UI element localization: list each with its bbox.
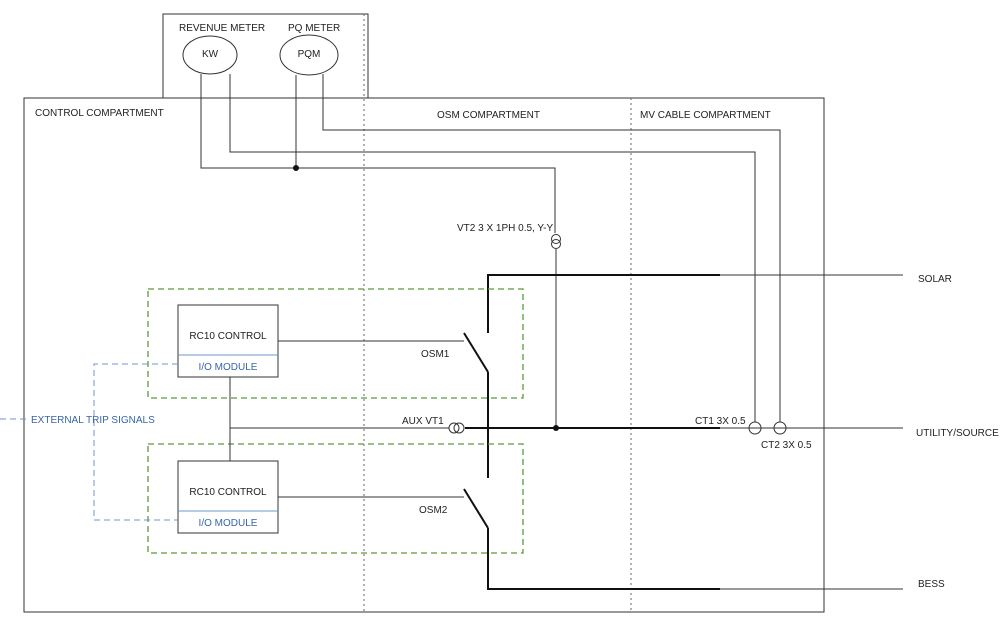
aux-vt1-coil-right <box>453 422 465 434</box>
osm2-label: OSM2 <box>419 505 448 516</box>
feeder-label-solar: SOLAR <box>918 274 952 285</box>
revenue-meter-icon <box>182 35 238 75</box>
feeder-label-utility: UTILITY/SOURCE <box>916 428 999 439</box>
pq-meter-icon <box>279 34 339 76</box>
control-group-2 <box>147 443 524 554</box>
feeder-label-bess: BESS <box>918 579 945 590</box>
osm-compartment-title: OSM COMPARTMENT <box>437 110 540 121</box>
junction-dot <box>553 425 559 431</box>
wire-revenue-voltage <box>200 74 556 233</box>
control-group-1 <box>147 288 524 399</box>
aux-vt1-coil-left <box>448 422 460 434</box>
rc10-control-title-2: RC10 CONTROL <box>189 487 267 498</box>
revenue-meter-symbol: KW <box>202 49 219 60</box>
mv-cable-compartment-title: MV CABLE COMPARTMENT <box>640 110 771 121</box>
osm1-blade <box>463 332 489 373</box>
pq-meter-symbol: PQM <box>298 49 321 60</box>
rc10-control-title-1: RC10 CONTROL <box>189 331 267 342</box>
wire-revenue-current <box>229 74 756 422</box>
wire-pq-current <box>322 74 781 422</box>
ct1-icon <box>748 421 762 435</box>
ct2-icon <box>773 421 787 435</box>
osm1-label: OSM1 <box>421 349 450 360</box>
junction-dot <box>293 165 299 171</box>
busbar-solar <box>487 274 720 333</box>
osm2-blade <box>463 488 489 529</box>
vt2-label: VT2 3 X 1PH 0.5, Y-Y <box>457 223 553 234</box>
external-trip-wire <box>93 363 178 521</box>
ct2-label: CT2 3X 0.5 <box>761 440 812 451</box>
io-module-label-2: I/O MODULE <box>199 518 258 529</box>
io-module-label-1: I/O MODULE <box>199 362 258 373</box>
ct1-label: CT1 3X 0.5 <box>695 416 746 427</box>
revenue-meter-label: REVENUE METER <box>179 23 265 34</box>
pq-meter-label: PQ METER <box>288 23 340 34</box>
busbar-bess <box>487 528 720 590</box>
aux-vt1-label: AUX VT1 <box>402 416 444 427</box>
main-cabinet <box>23 97 825 613</box>
vt2-coil-bottom <box>551 239 561 249</box>
vt2-coil-top <box>551 234 561 244</box>
control-compartment-title: CONTROL COMPARTMENT <box>35 108 164 119</box>
external-trip-label: EXTERNAL TRIP SIGNALS <box>31 415 155 426</box>
